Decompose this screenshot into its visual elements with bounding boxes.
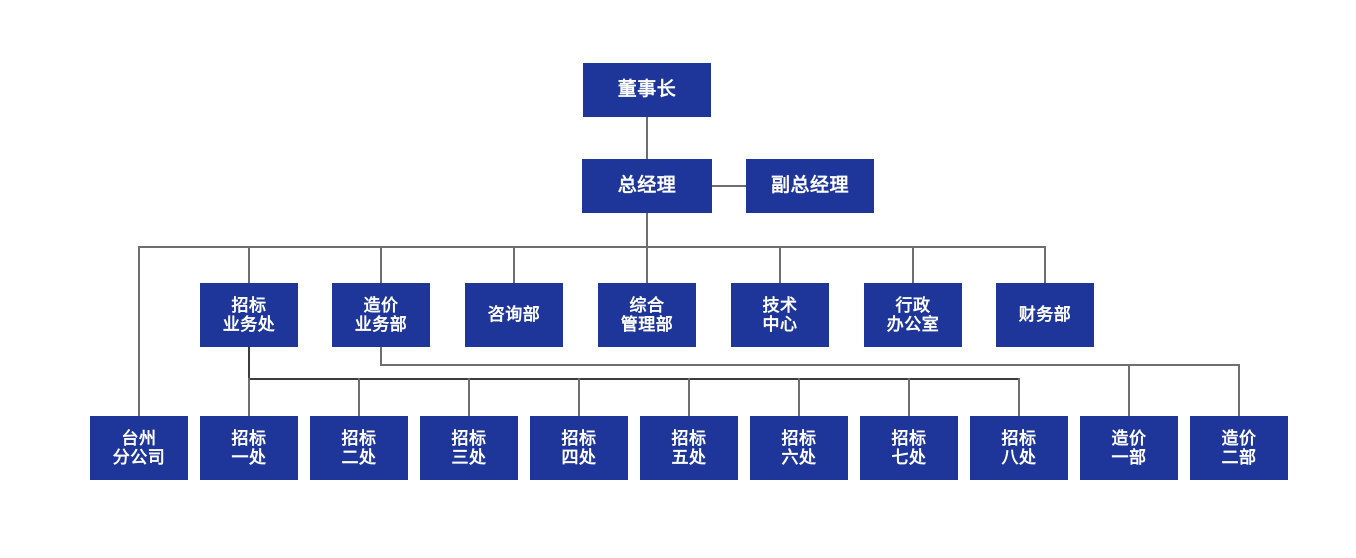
node-department-xingzheng-bangongshi[interactable]: 行政 办公室 <box>864 283 962 347</box>
node-unit-zhaobiao-1[interactable]: 招标 一处 <box>200 416 298 480</box>
connector-gm-deputy <box>712 185 746 187</box>
drop-dept-1 <box>248 246 250 283</box>
drop-zhaobiao-8 <box>1018 378 1020 416</box>
drop-zhaobiao-7 <box>908 378 910 416</box>
trunk-departments <box>138 246 1045 248</box>
node-unit-zhaobiao-7[interactable]: 招标 七处 <box>860 416 958 480</box>
drop-zhaobiao-to-subtrunk <box>248 347 250 379</box>
node-unit-zhaobiao-3[interactable]: 招标 三处 <box>420 416 518 480</box>
subtrunk-zaojia <box>380 364 1239 366</box>
node-unit-zhaobiao-4[interactable]: 招标 四处 <box>530 416 628 480</box>
drop-zhaobiao-1 <box>248 378 250 416</box>
drop-zhaobiao-2 <box>358 378 360 416</box>
node-chairman[interactable]: 董事长 <box>583 63 711 117</box>
node-department-zixunbu[interactable]: 咨询部 <box>465 283 563 347</box>
node-department-zaojia-yewubu[interactable]: 造价 业务部 <box>332 283 430 347</box>
drop-dept-5 <box>779 246 781 283</box>
node-unit-zaojia-2[interactable]: 造价 二部 <box>1190 416 1288 480</box>
node-department-jishu-zhongxin[interactable]: 技术 中心 <box>731 283 829 347</box>
drop-taizhou-branch <box>138 246 140 416</box>
node-general-manager[interactable]: 总经理 <box>582 159 712 213</box>
drop-dept-3 <box>513 246 515 283</box>
drop-zaojia-1 <box>1128 364 1130 416</box>
connector-chairman-gm <box>646 117 648 159</box>
drop-dept-2 <box>380 246 382 283</box>
node-department-zhaobiao-yewuchu[interactable]: 招标 业务处 <box>200 283 298 347</box>
subtrunk-zhaobiao <box>248 378 1019 380</box>
node-deputy-general-manager[interactable]: 副总经理 <box>746 159 874 213</box>
node-unit-zhaobiao-5[interactable]: 招标 五处 <box>640 416 738 480</box>
node-unit-taizhou-fengongsi[interactable]: 台州 分公司 <box>90 416 188 480</box>
node-unit-zaojia-1[interactable]: 造价 一部 <box>1080 416 1178 480</box>
drop-zhaobiao-6 <box>798 378 800 416</box>
drop-dept-7 <box>1044 246 1046 283</box>
node-department-zonghe-guanlibu[interactable]: 综合 管理部 <box>598 283 696 347</box>
drop-zaojia-2 <box>1238 364 1240 416</box>
node-unit-zhaobiao-2[interactable]: 招标 二处 <box>310 416 408 480</box>
drop-dept-6 <box>912 246 914 283</box>
drop-zhaobiao-4 <box>578 378 580 416</box>
drop-zhaobiao-5 <box>688 378 690 416</box>
node-unit-zhaobiao-8[interactable]: 招标 八处 <box>970 416 1068 480</box>
connector-gm-trunk <box>646 213 648 247</box>
drop-dept-4 <box>646 246 648 283</box>
node-department-caiwubu[interactable]: 财务部 <box>996 283 1094 347</box>
node-unit-zhaobiao-6[interactable]: 招标 六处 <box>750 416 848 480</box>
drop-zhaobiao-3 <box>468 378 470 416</box>
drop-zaojia-to-subtrunk <box>380 347 382 365</box>
